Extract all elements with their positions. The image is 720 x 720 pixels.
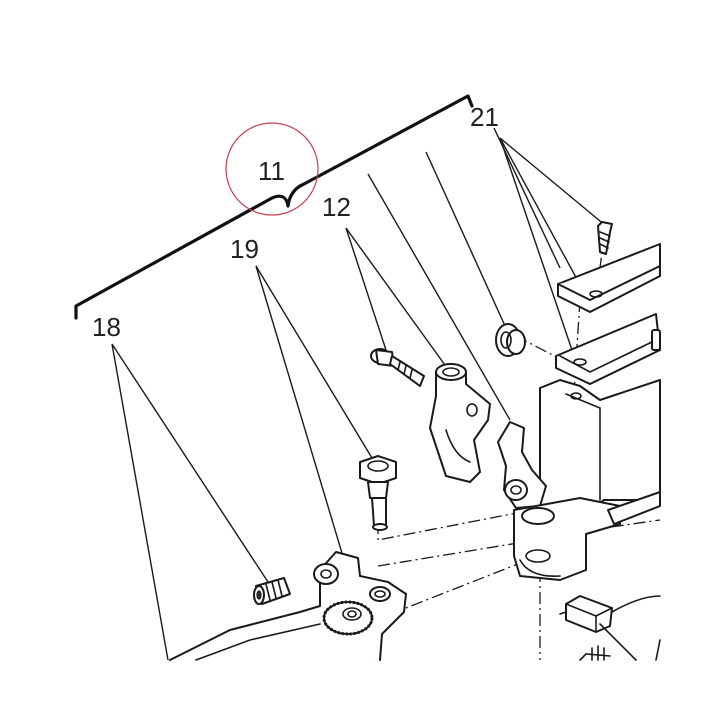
flanged-pin-19 [359, 455, 397, 531]
leader-lines-21 [499, 137, 607, 357]
shaft-right [607, 491, 661, 525]
screw-21 [597, 221, 613, 255]
plate-21-lower [555, 313, 661, 385]
lower-bracket [513, 497, 621, 581]
highlight-circle [225, 122, 319, 216]
gear [322, 600, 374, 636]
housing-block [539, 379, 661, 511]
cap-screw-12 [370, 348, 425, 387]
callout-12: 12 [322, 192, 351, 222]
edge-fragment [655, 639, 661, 661]
callout-18: 18 [92, 312, 121, 342]
wing-lever [497, 421, 547, 509]
sensor-component [559, 595, 661, 661]
callout-19: 19 [230, 234, 259, 264]
set-screw-18 [253, 577, 291, 605]
lever-base [169, 551, 407, 661]
leader-lines-18 [111, 343, 269, 661]
small-pins [579, 645, 611, 661]
callout-11: 11 [258, 156, 285, 186]
leader-lines-12 [345, 227, 451, 373]
callout-21: 21 [470, 102, 499, 132]
clamp-arm-12 [429, 363, 491, 483]
plate-21-upper [557, 243, 661, 313]
group-bracket-11 [74, 94, 474, 320]
grommet [495, 323, 526, 357]
